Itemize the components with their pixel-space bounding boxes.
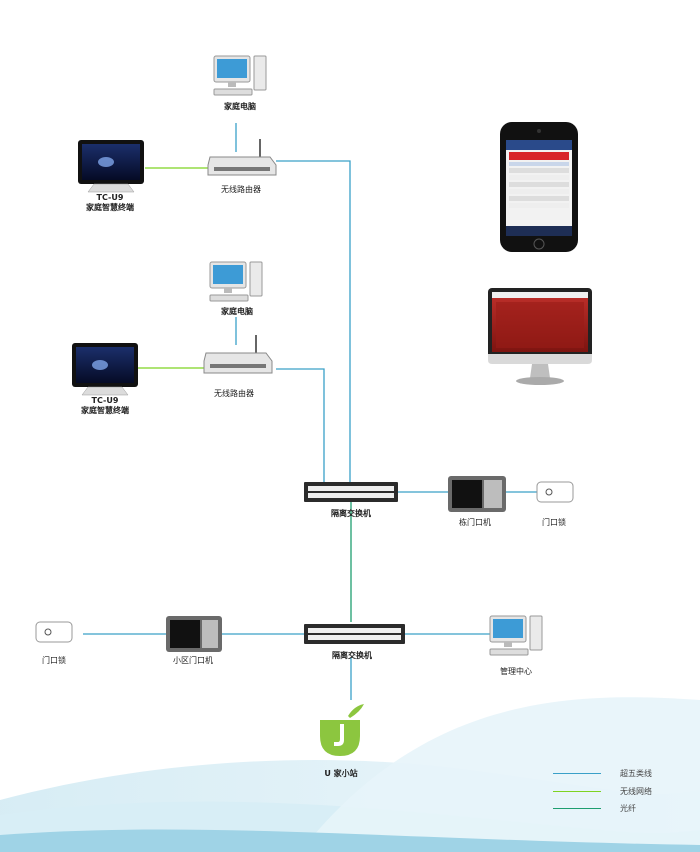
line-router-switch-mid bbox=[276, 368, 325, 482]
door-lock-right-label: 门口锁 bbox=[542, 518, 566, 527]
community-door-label: 小区门口机 bbox=[173, 656, 213, 665]
smart-terminal-icon bbox=[72, 343, 138, 396]
legend-swatch-fiber bbox=[553, 808, 601, 809]
router-mid-label: 无线路由器 bbox=[214, 389, 254, 398]
door-lock-left-label: 门口锁 bbox=[42, 656, 66, 665]
switch-icon bbox=[304, 624, 405, 644]
terminal-mid-label: TC-U9 家庭智慧终端 bbox=[81, 396, 129, 416]
terminal-mid-model: TC-U9 bbox=[91, 396, 119, 405]
desktop-pc-icon bbox=[489, 615, 543, 656]
pc-top-label: 家庭电脑 bbox=[224, 102, 256, 111]
management-label: 管理中心 bbox=[500, 667, 532, 676]
legend-label-wireless: 无线网络 bbox=[620, 787, 652, 796]
ujia-label: U 家小站 bbox=[324, 769, 358, 778]
pc-mid-label: 家庭电脑 bbox=[221, 307, 253, 316]
door-lock-icon bbox=[35, 621, 73, 643]
connections bbox=[83, 123, 537, 700]
switch-top-label: 隔离交换机 bbox=[331, 509, 371, 518]
background-waves bbox=[0, 697, 700, 852]
terminal-top-name: 家庭智慧终端 bbox=[86, 203, 134, 212]
building-door-label: 栋门口机 bbox=[459, 518, 491, 527]
router-icon bbox=[207, 139, 277, 176]
terminal-top-label: TC-U9 家庭智慧终端 bbox=[86, 193, 134, 213]
door-phone-icon bbox=[166, 616, 222, 652]
desktop-pc-icon bbox=[213, 55, 267, 96]
legend-swatch-cat5 bbox=[553, 773, 601, 774]
switch-bottom-label: 隔离交换机 bbox=[332, 651, 372, 660]
legend-swatch-wireless bbox=[553, 791, 601, 792]
terminal-top-model: TC-U9 bbox=[96, 193, 124, 202]
terminal-mid-name: 家庭智慧终端 bbox=[81, 406, 129, 415]
desktop-pc-icon bbox=[209, 261, 263, 302]
router-top-label: 无线路由器 bbox=[221, 185, 261, 194]
door-lock-icon bbox=[536, 481, 574, 503]
monitor-icon bbox=[488, 288, 592, 385]
smartphone-icon bbox=[500, 122, 578, 252]
line-router-switch-top bbox=[276, 160, 351, 482]
legend-label-fiber: 光纤 bbox=[620, 804, 636, 813]
ujia-logo-icon bbox=[320, 704, 364, 756]
router-icon bbox=[203, 335, 273, 374]
smart-terminal-icon bbox=[78, 140, 144, 193]
legend-label-cat5: 超五类线 bbox=[620, 769, 652, 778]
door-phone-icon bbox=[448, 476, 506, 512]
switch-icon bbox=[304, 482, 398, 502]
